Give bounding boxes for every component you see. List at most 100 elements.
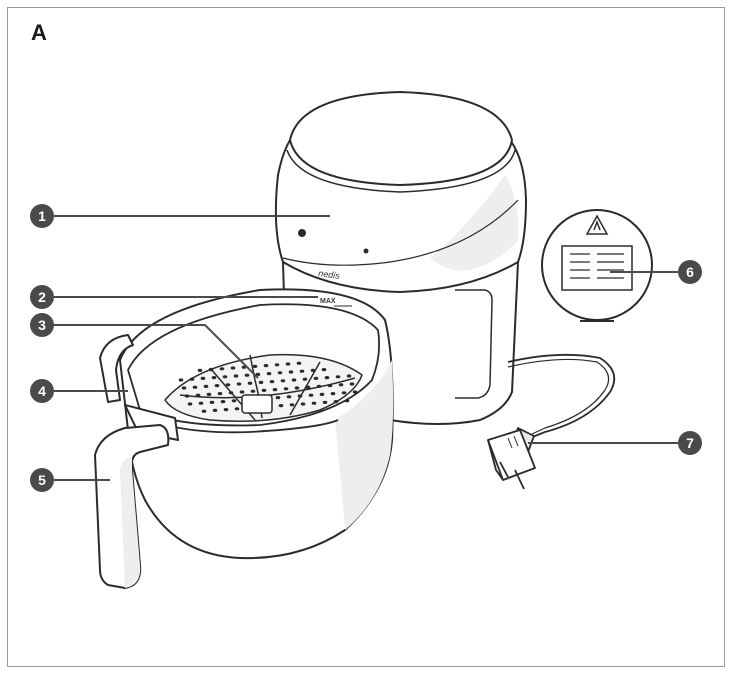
basket-hole	[349, 382, 355, 386]
power-cord-inner	[507, 358, 610, 435]
basket-hole	[335, 375, 341, 379]
callout-4-text: 4	[38, 383, 46, 399]
basket-hole	[222, 375, 228, 379]
basket-hole	[252, 364, 258, 368]
power-plug	[487, 427, 536, 490]
basket-hole	[263, 364, 269, 368]
basket-hole	[278, 404, 284, 408]
callout-3-badge	[30, 313, 54, 337]
basket-hole	[178, 378, 184, 382]
basket-hole	[285, 362, 291, 366]
basket-hole	[239, 390, 245, 394]
plug-pin-1	[499, 461, 509, 478]
basket-hole	[211, 376, 217, 380]
housing-window	[455, 289, 493, 399]
callout-5-badge	[30, 468, 54, 492]
basket-hole	[236, 382, 242, 386]
callout-3-text: 3	[38, 317, 46, 333]
lid-rim	[286, 149, 516, 193]
basket-hole	[280, 379, 286, 383]
basket-hole	[219, 367, 225, 371]
rating-label	[561, 245, 633, 291]
basket-hole	[200, 376, 206, 380]
basket-hole	[286, 395, 292, 399]
basket-hole	[346, 374, 352, 378]
handle-shade	[120, 458, 141, 588]
basket-hole	[234, 407, 240, 411]
power-cord	[507, 353, 616, 439]
basket-hole	[223, 408, 229, 412]
main-unit	[274, 91, 616, 439]
basket-hole	[352, 390, 358, 394]
plug-grip	[507, 435, 519, 449]
basket-hole	[311, 401, 317, 405]
callout-6-badge	[678, 260, 702, 284]
basket-hole	[230, 366, 236, 370]
callout-7-badge	[678, 431, 702, 455]
brand-mark: nedis	[318, 268, 341, 281]
basket-hole	[330, 392, 336, 396]
basket-hole	[212, 408, 218, 412]
basket-hole	[274, 363, 280, 367]
basket-hole	[187, 402, 193, 406]
basket-hole	[266, 372, 272, 376]
control-knob	[298, 229, 306, 237]
basket-hole	[250, 389, 256, 393]
leader-3	[54, 324, 259, 379]
callout-7-text: 7	[686, 435, 694, 451]
callout-1-badge	[30, 204, 54, 228]
warning-triangle-icon	[585, 214, 609, 235]
body-seam	[282, 199, 519, 266]
drawer-shade	[335, 360, 394, 530]
basket-hole	[322, 400, 328, 404]
basket-hole	[272, 388, 278, 392]
basket-hole	[233, 374, 239, 378]
rating-label-lines	[570, 253, 624, 279]
basket-hole	[269, 380, 275, 384]
basket-hole	[289, 403, 295, 407]
basket-hole	[275, 396, 281, 400]
max-marking: MAX	[320, 298, 336, 305]
basket-hole	[344, 399, 350, 403]
warning-hand-glyph	[593, 219, 601, 231]
basket-hole	[291, 378, 297, 382]
callout-4-badge	[30, 379, 54, 403]
basket-hole	[181, 386, 187, 390]
basket-hole	[244, 373, 250, 377]
basket-drawer	[94, 288, 394, 589]
callout-2-badge	[30, 285, 54, 309]
basket-hole	[300, 402, 306, 406]
basket-hole	[189, 377, 195, 381]
label-inset	[541, 209, 653, 322]
basket-hole	[209, 400, 215, 404]
basket-hole	[231, 399, 237, 403]
leader-lines	[54, 215, 678, 481]
basket-crossbars	[179, 354, 356, 421]
basket-hole	[201, 409, 207, 413]
basket-hole	[308, 393, 314, 397]
basket-hole	[225, 383, 231, 387]
basket-hole	[294, 386, 300, 390]
basket-hole	[302, 377, 308, 381]
callout-2-text: 2	[38, 289, 46, 305]
basket-hole	[288, 370, 294, 374]
basket-hole	[321, 368, 327, 372]
basket-hole	[324, 376, 330, 380]
figure-frame	[7, 7, 725, 667]
lid-top	[289, 91, 513, 186]
indicator-dot	[363, 248, 369, 254]
basket-hole	[319, 392, 325, 396]
dome-shade	[430, 175, 519, 271]
basket-hole	[203, 384, 209, 388]
basket-hole	[341, 391, 347, 395]
basket-hole	[217, 392, 223, 396]
callout-5-text: 5	[38, 472, 46, 488]
basket-hole	[206, 392, 212, 396]
basket-hole	[261, 388, 267, 392]
basket-hole	[197, 368, 203, 372]
basket-hole	[338, 383, 344, 387]
plug-face	[487, 439, 504, 481]
basket-hole	[283, 387, 289, 391]
plug-body	[487, 429, 536, 481]
